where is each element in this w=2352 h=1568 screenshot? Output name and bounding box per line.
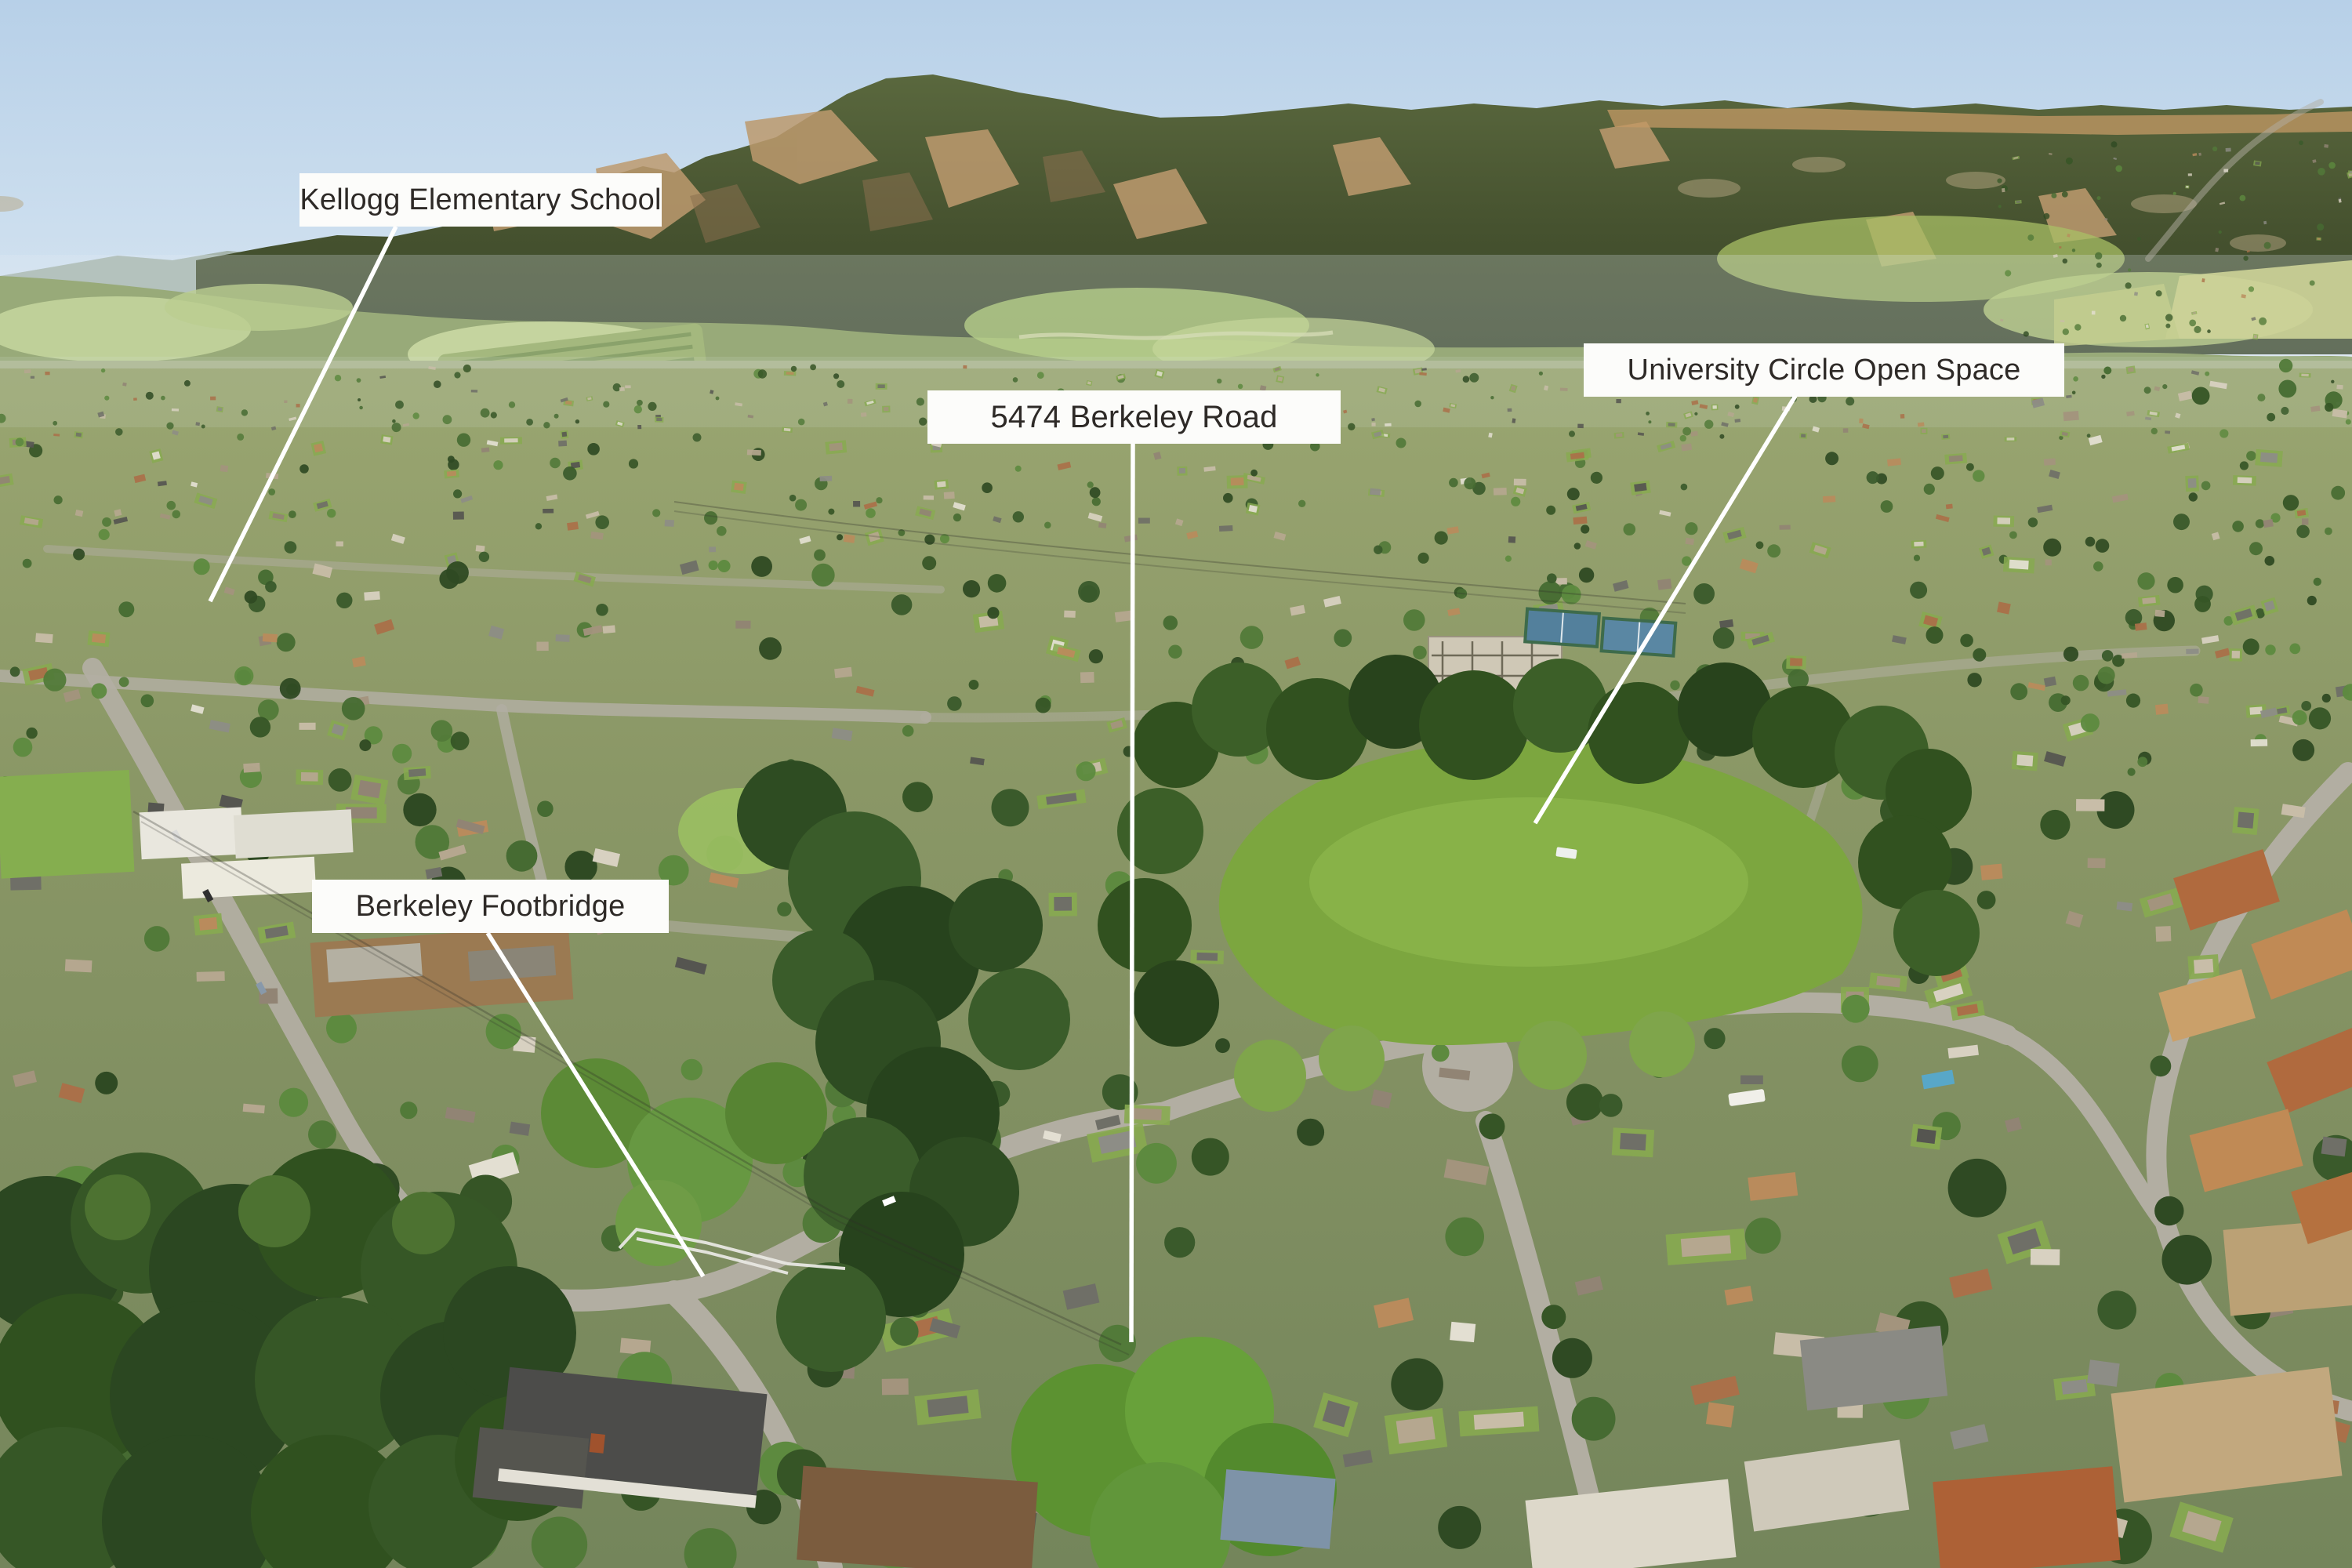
annotation-label-berkeley-footbridge: Berkeley Footbridge: [312, 880, 669, 933]
annotation-label-5474-berkeley-road: 5474 Berkeley Road: [927, 390, 1341, 444]
foreground-houses: [472, 1216, 2352, 1568]
annotation-label-kellogg-elementary-school: Kellogg Elementary School: [299, 173, 662, 227]
right-subdivision: [1921, 849, 2352, 1244]
landmarks: [0, 501, 2352, 1568]
creek-forest: [737, 760, 1070, 1372]
annotation-label-university-circle-open-space: University Circle Open Space: [1584, 343, 2064, 397]
kellogg-school-buildings: [0, 769, 354, 899]
bottom-left-forest: [0, 1149, 580, 1568]
vehicles: [171, 829, 1766, 1207]
